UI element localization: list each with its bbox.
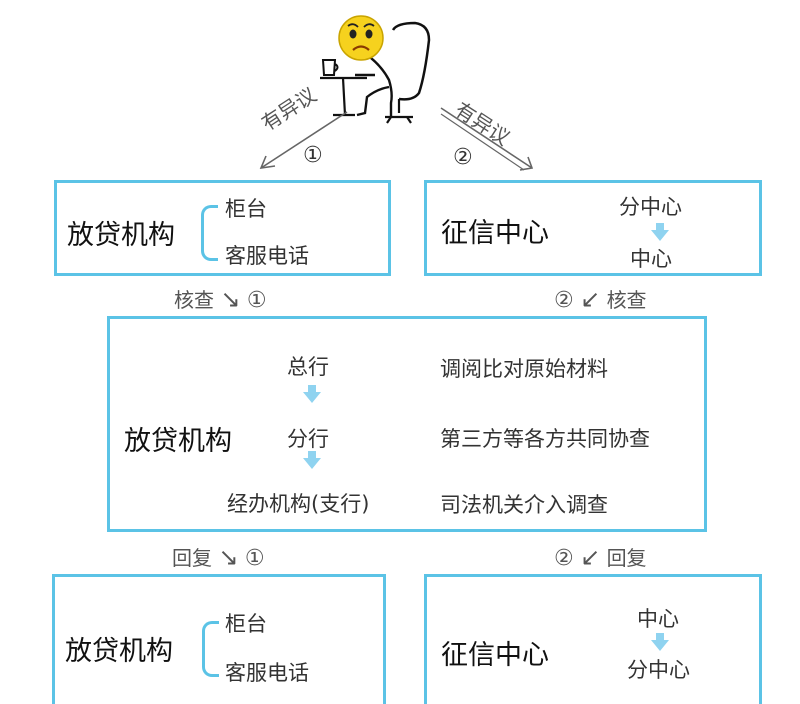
verify-label-left: 核查 ↘ ① xyxy=(174,284,267,313)
credit-center-box-bottom: 征信中心 中心 分中心 xyxy=(424,574,762,704)
verify-num-right: ② xyxy=(554,288,574,313)
verify-text-left: 核查 xyxy=(174,288,214,312)
reply-label-left: 回复 ↘ ① xyxy=(172,542,265,571)
action-review-originals: 调阅比对原始材料 xyxy=(440,357,608,381)
down-arrow-icon xyxy=(303,451,321,469)
lender-process-box: 放贷机构 总行 分行 经办机构(支行) 调阅比对原始材料 第三方等各方共同协查 … xyxy=(107,316,707,532)
reply-label-right: ② ↙ 回复 xyxy=(554,542,647,571)
verify-label-right: ② ↙ 核查 xyxy=(554,284,647,313)
lender-process-title: 放贷机构 xyxy=(124,426,232,457)
channel-phone: 客服电话 xyxy=(225,244,309,268)
reply-num-left: ① xyxy=(244,546,265,571)
action-third-party: 第三方等各方共同协查 xyxy=(440,427,650,451)
verify-arrow-left-icon: ↘ xyxy=(220,285,241,313)
verify-num-left: ① xyxy=(246,288,267,313)
lender-box-bottom: 放贷机构 柜台 客服电话 xyxy=(52,574,386,704)
verify-text-right: 核查 xyxy=(606,288,647,312)
branch-center: 分中心 xyxy=(619,195,682,219)
channel-phone-bottom: 客服电话 xyxy=(225,661,309,685)
channel-counter-bottom: 柜台 xyxy=(225,612,267,636)
lender-title: 放贷机构 xyxy=(67,220,175,251)
main-center-bottom: 中心 xyxy=(637,607,679,631)
bracket-icon xyxy=(201,205,218,261)
reply-num-right: ② xyxy=(554,546,574,571)
sad-person-at-desk-icon xyxy=(320,15,431,124)
bracket-icon xyxy=(202,621,219,677)
level-branch: 分行 xyxy=(287,427,329,451)
reply-arrow-right-icon: ↙ xyxy=(580,543,601,571)
lender-title-bottom: 放贷机构 xyxy=(65,636,173,667)
down-arrow-icon xyxy=(651,633,669,651)
credit-center-box-top: 征信中心 分中心 中心 xyxy=(424,180,762,276)
reply-text-right: 回复 xyxy=(606,546,647,570)
branch-center-bottom: 分中心 xyxy=(627,658,690,682)
arrow-to-credit-center-icon xyxy=(440,107,534,171)
reply-arrow-left-icon: ↘ xyxy=(218,543,239,571)
step-number-right-top: ② xyxy=(453,145,473,170)
step-number-left-top: ① xyxy=(303,143,323,168)
level-head-office: 总行 xyxy=(287,355,329,379)
action-judicial: 司法机关介入调查 xyxy=(440,493,608,517)
down-arrow-icon xyxy=(303,385,321,403)
credit-center-title-bottom: 征信中心 xyxy=(441,640,549,671)
level-handling-office: 经办机构(支行) xyxy=(227,492,370,516)
lender-box-top: 放贷机构 柜台 客服电话 xyxy=(54,180,391,276)
reply-text-left: 回复 xyxy=(172,546,212,570)
verify-arrow-right-icon: ↙ xyxy=(580,285,601,313)
channel-counter: 柜台 xyxy=(225,197,267,221)
arrow-to-lender-icon xyxy=(259,111,348,169)
credit-center-title: 征信中心 xyxy=(441,218,549,249)
main-center: 中心 xyxy=(630,247,672,271)
down-arrow-icon xyxy=(651,223,669,241)
